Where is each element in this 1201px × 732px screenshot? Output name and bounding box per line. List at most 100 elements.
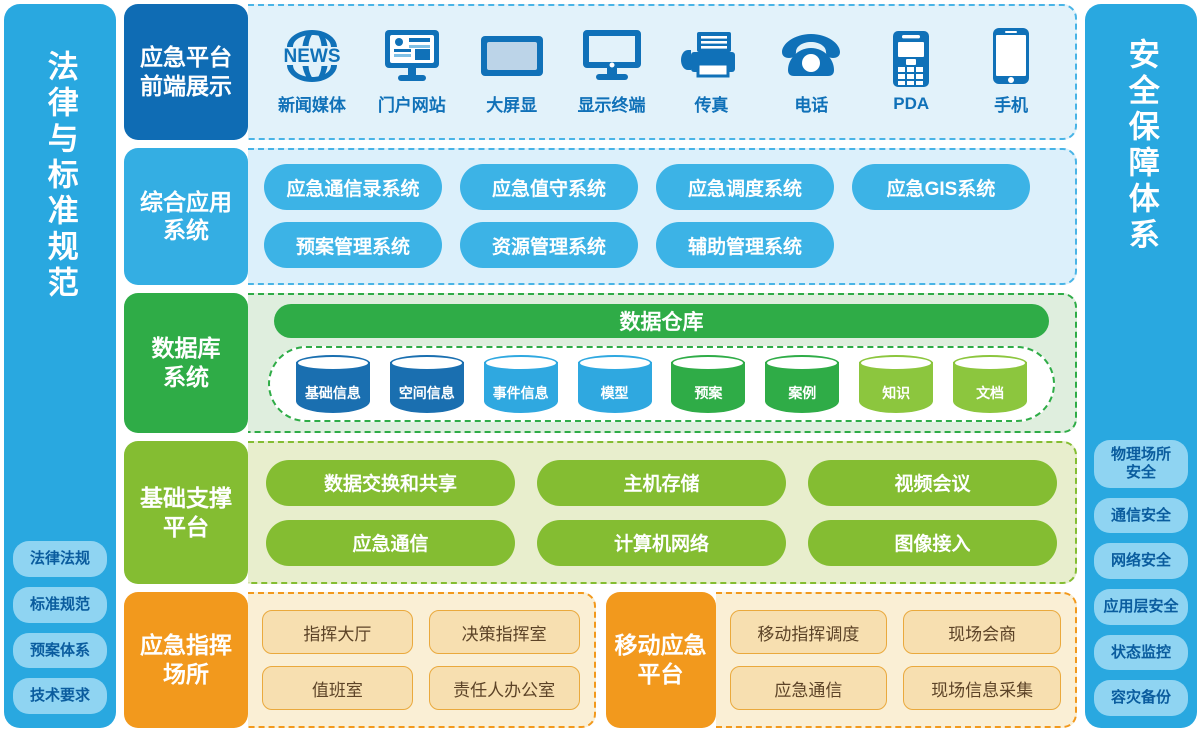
layer-applications: 综合应用系统 应急通信录系统 应急值守系统 应急调度系统 应急GIS系统 预案管… xyxy=(124,147,1077,286)
application-item[interactable]: 应急通信录系统 xyxy=(264,164,442,211)
svg-text:NEWS: NEWS xyxy=(283,46,340,67)
support-row-1: 数据交换和共享 主机存储 视频会议 xyxy=(266,459,1057,506)
desktop-portal-icon xyxy=(381,27,443,85)
layer-frontend: 应急平台前端展示 NEWS xyxy=(124,4,1077,140)
cylinder-top xyxy=(483,355,558,372)
database-cylinder[interactable]: 模型 xyxy=(577,355,652,414)
layer-support-body: 数据交换和共享 主机存储 视频会议 应急通信 计算机网络 图像接入 xyxy=(248,440,1077,585)
support-item[interactable]: 图像接入 xyxy=(808,519,1057,566)
cylinder-top xyxy=(671,355,746,372)
command-site-item[interactable]: 责任人办公室 xyxy=(428,666,580,711)
mobile-platform-item[interactable]: 现场信息采集 xyxy=(903,666,1061,711)
right-rail-chip[interactable]: 网络安全 xyxy=(1094,543,1188,579)
database-cylinder[interactable]: 事件信息 xyxy=(483,355,558,414)
support-item[interactable]: 主机存储 xyxy=(537,459,786,506)
application-row-2: 预案管理系统 资源管理系统 辅助管理系统 xyxy=(264,222,1059,269)
layer-stack: 应急平台前端展示 NEWS xyxy=(124,0,1077,732)
channel-portal-website[interactable]: 门户网站 xyxy=(377,27,447,116)
left-rail-chip[interactable]: 法律法规 xyxy=(13,541,107,577)
telephone-icon xyxy=(780,27,842,85)
left-rail-chip[interactable]: 预案体系 xyxy=(13,632,107,669)
application-item[interactable]: 辅助管理系统 xyxy=(656,222,834,269)
cylinder-top xyxy=(577,355,652,372)
channel-smartphone[interactable]: 手机 xyxy=(976,27,1046,116)
channel-telephone[interactable]: 电话 xyxy=(776,27,846,116)
layer-frontend-body: NEWS 新闻媒体 xyxy=(248,4,1077,140)
database-cylinder[interactable]: 基础信息 xyxy=(295,355,370,414)
right-rail-chip[interactable]: 应用层安全 xyxy=(1094,588,1188,625)
channel-label: 手机 xyxy=(994,96,1029,116)
support-item[interactable]: 应急通信 xyxy=(266,519,515,566)
cylinder-label: 模型 xyxy=(600,385,629,402)
right-rail-chip[interactable]: 状态监控 xyxy=(1094,634,1188,671)
left-rail-legal-standards: 法律与标准规范 法律法规 标准规范 预案体系 技术要求 xyxy=(4,4,116,728)
right-rail-chip[interactable]: 通信安全 xyxy=(1094,497,1188,534)
application-item[interactable]: 应急值守系统 xyxy=(460,164,638,211)
database-cylinder[interactable]: 案例 xyxy=(765,355,840,414)
layer-applications-body: 应急通信录系统 应急值守系统 应急调度系统 应急GIS系统 预案管理系统 资源管… xyxy=(248,147,1077,286)
database-cylinder-group: 基础信息 空间信息 事件信息 模型 xyxy=(268,346,1055,422)
support-item[interactable]: 计算机网络 xyxy=(537,519,786,566)
database-cylinder[interactable]: 空间信息 xyxy=(389,355,464,414)
block-mobile-platform-label: 移动应急平台 xyxy=(605,592,716,728)
mobile-platform-row-2: 应急通信 现场信息采集 xyxy=(729,666,1061,711)
mobile-platform-item[interactable]: 现场会商 xyxy=(903,610,1061,655)
layer-database-label: 数据库系统 xyxy=(124,293,248,433)
block-mobile-platform: 移动应急平台 移动指挥调度 现场会商 应急通信 现场信息采集 xyxy=(605,592,1077,728)
block-command-site-label: 应急指挥场所 xyxy=(124,592,248,728)
monitor-icon xyxy=(581,27,643,85)
pda-icon xyxy=(889,30,933,88)
mobile-platform-item[interactable]: 应急通信 xyxy=(729,666,888,711)
fax-icon xyxy=(679,27,743,85)
cylinder-top xyxy=(859,355,934,372)
database-cylinder[interactable]: 预案 xyxy=(671,355,746,414)
left-rail-chip[interactable]: 技术要求 xyxy=(13,678,107,714)
channel-label: 显示终端 xyxy=(577,96,646,116)
channel-label: 门户网站 xyxy=(377,96,446,116)
data-warehouse-bar[interactable]: 数据仓库 xyxy=(274,304,1049,339)
channel-news-media[interactable]: NEWS 新闻媒体 xyxy=(277,27,347,116)
large-screen-icon xyxy=(479,27,545,85)
cylinder-top xyxy=(389,355,464,372)
command-site-item[interactable]: 决策指挥室 xyxy=(428,610,580,655)
cylinder-label: 预案 xyxy=(694,385,723,402)
command-site-row-2: 值班室 责任人办公室 xyxy=(262,666,580,711)
command-site-item[interactable]: 指挥大厅 xyxy=(262,610,413,655)
command-site-item[interactable]: 值班室 xyxy=(262,666,413,711)
cylinder-label: 基础信息 xyxy=(304,385,361,402)
database-cylinder[interactable]: 文档 xyxy=(953,355,1028,414)
support-row-2: 应急通信 计算机网络 图像接入 xyxy=(266,519,1057,566)
cylinder-label: 空间信息 xyxy=(398,385,455,402)
channel-label: 大屏显 xyxy=(486,96,538,116)
right-rail-chip[interactable]: 容灾备份 xyxy=(1094,680,1188,716)
cylinder-top xyxy=(765,355,840,372)
mobile-platform-row-1: 移动指挥调度 现场会商 xyxy=(729,610,1061,655)
right-rail-chip[interactable]: 物理场所安全 xyxy=(1094,440,1188,488)
right-rail-chip-list: 物理场所安全 通信安全 网络安全 应用层安全 状态监控 容灾备份 xyxy=(1085,440,1197,716)
right-rail-title: 安全保障体系 xyxy=(1123,38,1159,254)
channel-fax[interactable]: 传真 xyxy=(676,27,746,116)
left-rail-chip[interactable]: 标准规范 xyxy=(13,586,107,623)
support-item[interactable]: 数据交换和共享 xyxy=(266,459,515,506)
application-item[interactable]: 预案管理系统 xyxy=(264,222,442,269)
layer-applications-label: 综合应用系统 xyxy=(124,147,248,286)
database-cylinder[interactable]: 知识 xyxy=(859,355,934,414)
block-command-site: 应急指挥场所 指挥大厅 决策指挥室 值班室 责任人办公室 xyxy=(124,592,596,728)
cylinder-top xyxy=(953,355,1028,372)
cylinder-label: 案例 xyxy=(788,385,817,402)
channel-large-screen[interactable]: 大屏显 xyxy=(477,27,547,116)
support-item[interactable]: 视频会议 xyxy=(808,459,1057,506)
layer-support-label: 基础支撑平台 xyxy=(124,440,248,585)
application-item[interactable]: 应急调度系统 xyxy=(656,164,834,211)
channel-display-terminal[interactable]: 显示终端 xyxy=(577,27,647,116)
channel-label: PDA xyxy=(893,93,930,113)
channel-label: 电话 xyxy=(794,96,829,116)
news-globe-icon: NEWS xyxy=(281,27,343,85)
layer-frontend-label: 应急平台前端展示 xyxy=(124,4,248,140)
application-item[interactable]: 应急GIS系统 xyxy=(852,164,1030,211)
application-item[interactable]: 资源管理系统 xyxy=(460,222,638,269)
channel-pda[interactable]: PDA xyxy=(876,30,946,114)
mobile-platform-item[interactable]: 移动指挥调度 xyxy=(729,610,888,655)
cylinder-label: 知识 xyxy=(882,385,911,402)
